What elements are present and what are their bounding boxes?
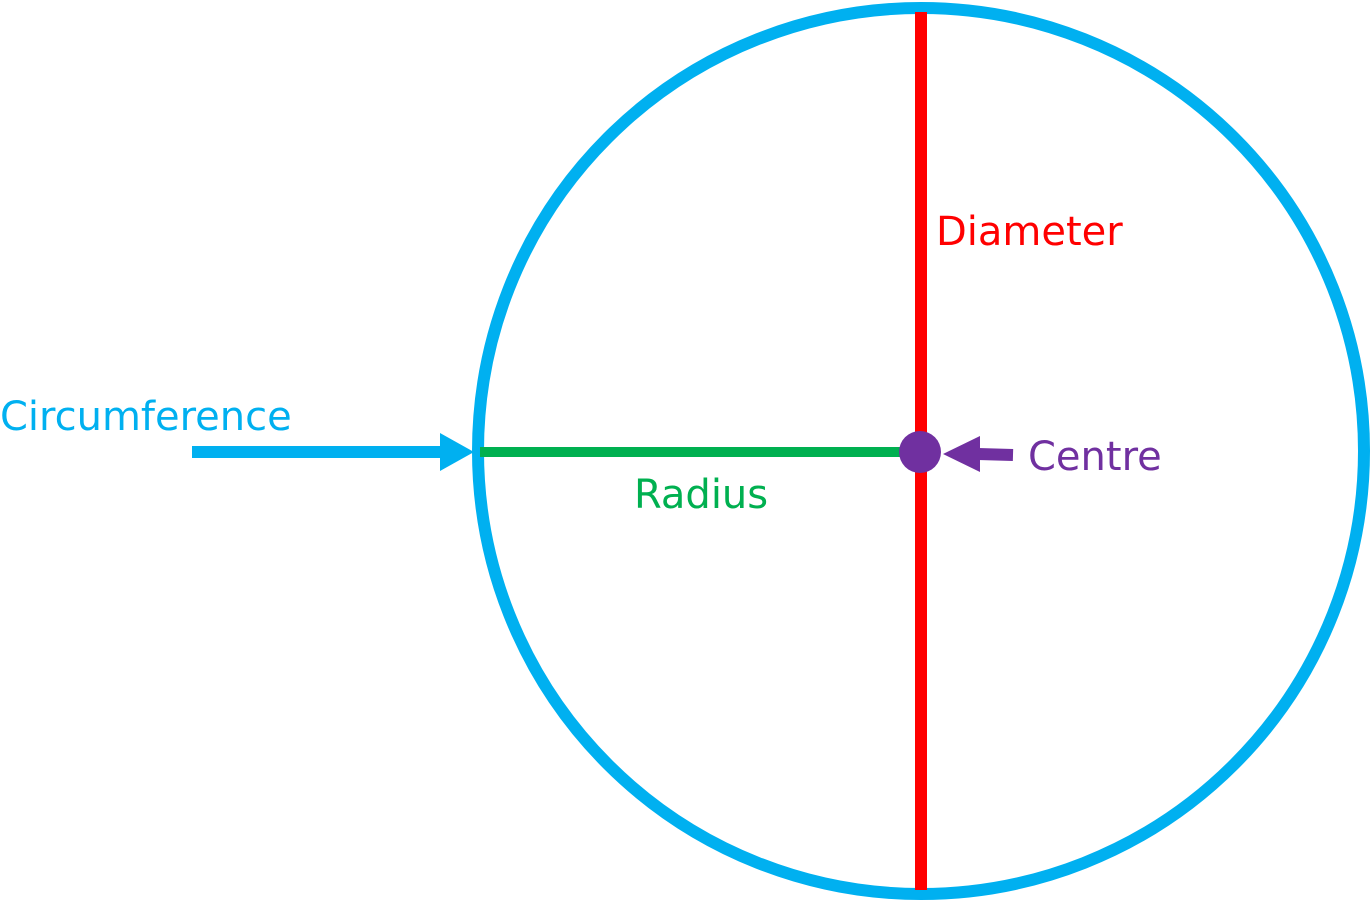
- centre-label: Centre: [1028, 434, 1162, 480]
- circumference-arrow: [192, 433, 474, 471]
- centre-arrow: [943, 436, 1014, 472]
- centre-point: [899, 431, 941, 473]
- circumference-label: Circumference: [0, 394, 292, 440]
- radius-label: Radius: [634, 472, 768, 518]
- diameter-label: Diameter: [936, 209, 1123, 255]
- circumference-circle: [472, 2, 1370, 900]
